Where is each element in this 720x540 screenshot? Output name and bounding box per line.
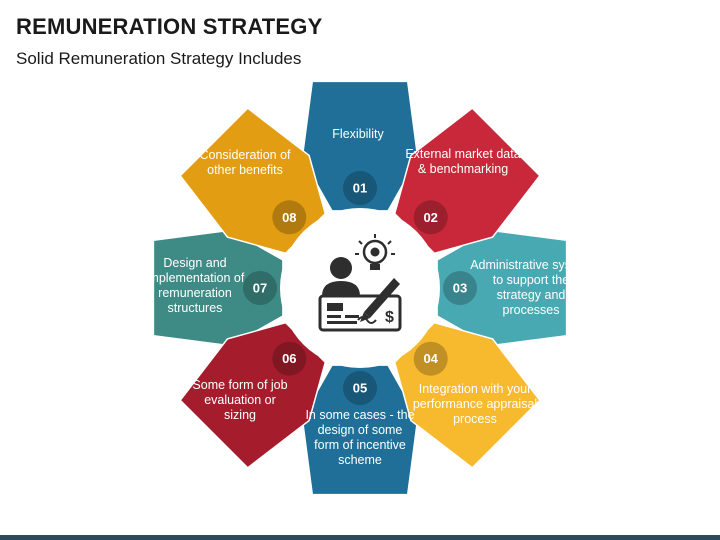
segment-badge-05: [343, 371, 377, 405]
segment-label-04: Integration with your performance apprai…: [412, 382, 538, 426]
segment-badge-08: [272, 200, 307, 235]
segment-badge-07: [243, 271, 277, 305]
page-subtitle: Solid Remuneration Strategy Includes: [16, 49, 302, 68]
segment-badge-02: [413, 200, 448, 235]
segment-number-07: 07: [253, 281, 267, 296]
segment-badge-03: [443, 271, 477, 305]
segment-number-05: 05: [353, 381, 367, 396]
segment-number-08: 08: [282, 210, 296, 225]
segment-label-03: Administrative system to support the str…: [470, 258, 592, 317]
svg-text:$: $: [385, 309, 394, 326]
segment-label-08: Consideration of other benefits: [199, 148, 291, 177]
page-title: REMUNERATION STRATEGY: [16, 14, 323, 39]
segment-label-02: External market data & benchmarking: [405, 147, 521, 176]
segment-badge-04: [413, 341, 448, 376]
employee-compensation-icon: $: [318, 234, 402, 332]
bottom-bar: [0, 535, 720, 540]
segment-number-04: 04: [423, 351, 438, 366]
segment-number-03: 03: [453, 281, 467, 296]
segment-badge-06: [272, 341, 307, 376]
segment-number-06: 06: [282, 351, 296, 366]
segment-label-01: Flexibility: [332, 127, 384, 141]
segment-badge-01: [343, 171, 377, 205]
center-circle: [280, 208, 440, 368]
segment-label-07: Design and implementation of remuneratio…: [145, 256, 245, 315]
segment-label-06: Some form of job evaluation or sizing: [192, 378, 288, 422]
segment-label-05: In some cases - the design of some form …: [305, 408, 415, 467]
segment-number-01: 01: [353, 181, 367, 196]
segment-number-02: 02: [423, 210, 437, 225]
